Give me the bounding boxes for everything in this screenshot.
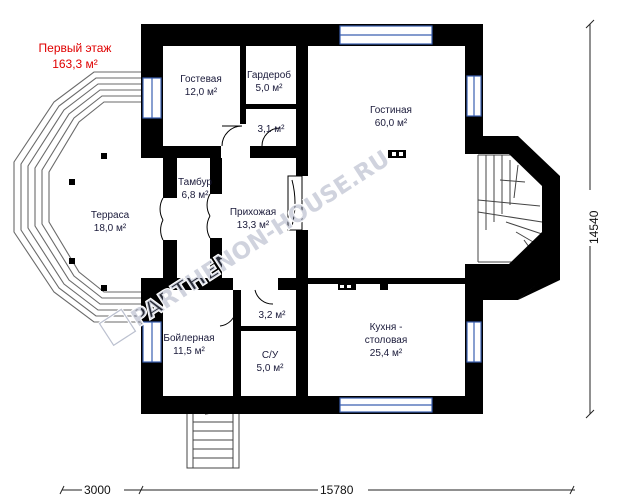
- interior-walls: [141, 46, 465, 396]
- room-living-name: Гостиная: [370, 105, 412, 116]
- terrace-outline: [13, 71, 141, 323]
- room-boiler-name: Бойлерная: [163, 333, 214, 344]
- room-bathroom-name: С/У: [262, 350, 279, 361]
- room-small-upper-area: 3,1 м²: [258, 124, 286, 135]
- room-guest-name: Гостевая: [180, 74, 222, 85]
- room-hall-name: Прихожая: [230, 207, 276, 218]
- room-vestibule-name: Тамбур: [178, 176, 212, 188]
- dimension-lines: [59, 19, 595, 495]
- dimension-left: 3000: [84, 483, 111, 497]
- room-living-area: 60,0 м²: [375, 118, 408, 129]
- room-vestibule-area: 6,8 м²: [182, 190, 210, 201]
- room-small-lower-area: 3,2 м²: [259, 310, 287, 321]
- room-hall-area: 13,3 м²: [237, 220, 270, 231]
- fireplace: [388, 150, 406, 158]
- doors: [159, 125, 281, 415]
- room-boiler-area: 11,5 м²: [173, 346, 205, 357]
- dimension-right: 14540: [587, 210, 601, 244]
- room-bathroom-area: 5,0 м²: [257, 363, 285, 374]
- room-guest-area: 12,0 м²: [185, 87, 218, 98]
- room-wardrobe-area: 5,0 м²: [256, 83, 284, 94]
- room-kitchen-name-2: столовая: [365, 335, 408, 346]
- terrace-posts: [69, 153, 107, 291]
- room-terrace-name: Терраса: [91, 210, 130, 221]
- room-kitchen-name-1: Кухня -: [370, 322, 403, 333]
- watermark: PARTHENON-HOUSE.RU PARTHENON-HOUSE.RU: [97, 145, 396, 348]
- entrance-stairs: [186, 412, 240, 469]
- room-kitchen-area: 25,4 м²: [370, 348, 403, 359]
- room-terrace-area: 18,0 м²: [94, 223, 127, 234]
- room-wardrobe-name: Гардероб: [247, 69, 291, 81]
- windows: [142, 25, 482, 413]
- kitchen-counter: [338, 284, 388, 290]
- hall-column: [287, 175, 303, 231]
- dimension-bottom: 15780: [320, 483, 354, 497]
- floor-title: Первый этаж: [39, 41, 112, 55]
- floor-total-area: 163,3 м²: [52, 57, 98, 71]
